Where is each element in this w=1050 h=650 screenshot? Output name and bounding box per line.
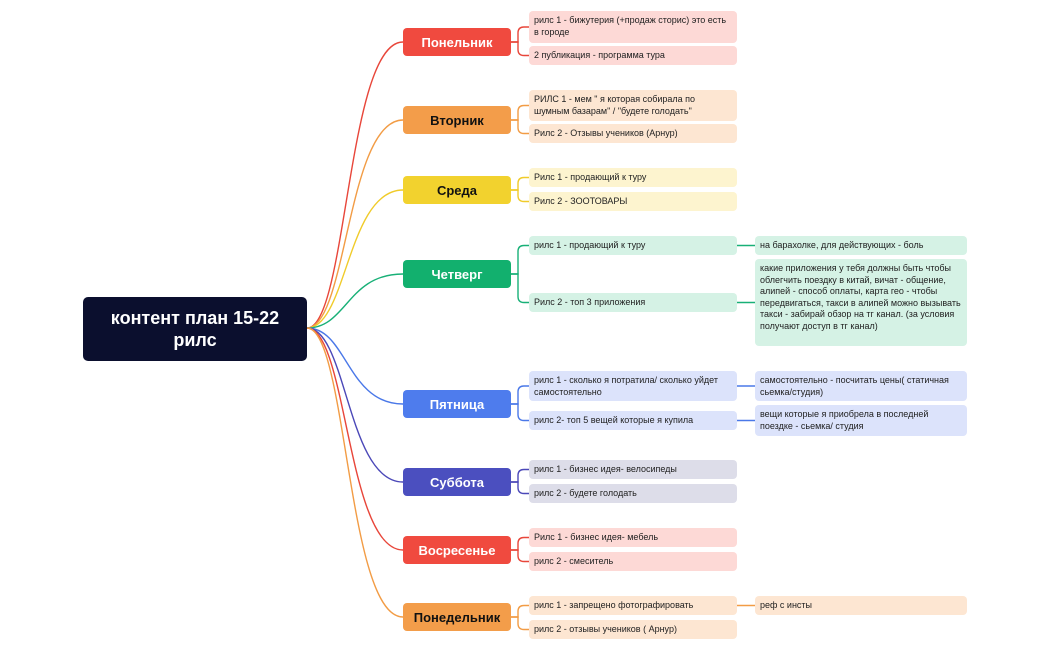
topic-tuesday-1[interactable]: РИЛС 1 - мем " я которая собирала по шум… — [529, 90, 737, 121]
topic-friday-1[interactable]: рилс 1 - сколько я потратила/ сколько уй… — [529, 371, 737, 401]
root-node[interactable]: контент план 15-22 рилс — [83, 297, 307, 361]
branch-tuesday — [306, 119, 404, 329]
connector-sunday-1 — [511, 536, 529, 551]
day-node-thursday[interactable]: Четверг — [403, 260, 511, 288]
day-node-tuesday[interactable]: Вторник — [403, 106, 511, 134]
topic-sunday-2[interactable]: рилс 2 - смеситель — [529, 552, 737, 571]
connector-wednesday-2 — [511, 189, 529, 203]
connector-sunday-2 — [511, 549, 529, 563]
connector-saturday-1 — [511, 468, 529, 483]
topic-tuesday-2[interactable]: Рилс 2 - Отзывы учеников (Арнур) — [529, 124, 737, 143]
topic-wednesday-2[interactable]: Рилс 2 - ЗООТОВАРЫ — [529, 192, 737, 211]
branch-saturday — [306, 327, 404, 483]
day-node-friday[interactable]: Пятница — [403, 390, 511, 418]
topic-saturday-1[interactable]: рилс 1 - бизнес идея- велосипеды — [529, 460, 737, 479]
day-node-wednesday[interactable]: Среда — [403, 176, 511, 204]
detail-thursday-2[interactable]: какие приложения у тебя должны быть чтоб… — [755, 259, 967, 346]
topic-monday-2-1[interactable]: рилс 1 - запрещено фотографировать — [529, 596, 737, 615]
topic-monday-2-2[interactable]: рилс 2 - отзывы учеников ( Арнур) — [529, 620, 737, 639]
branch-monday — [306, 41, 404, 329]
topic-monday-2[interactable]: 2 публикация - программа тура — [529, 46, 737, 65]
connector-monday-2-2 — [511, 616, 529, 631]
topic-friday-2[interactable]: рилс 2- топ 5 вещей которые я купила — [529, 411, 737, 430]
branch-wednesday — [306, 189, 404, 329]
connector-monday-1 — [511, 26, 529, 43]
topic-monday-1[interactable]: рилс 1 - бижутерия (+продаж сторис) это … — [529, 11, 737, 43]
branch-thursday — [306, 273, 404, 329]
connector-thursday-1 — [511, 244, 529, 275]
topic-sunday-1[interactable]: Рилс 1 - бизнес идея- мебель — [529, 528, 737, 547]
connector-friday-2 — [511, 403, 529, 422]
branch-friday — [306, 327, 404, 405]
detail-monday-2-1[interactable]: реф с инсты — [755, 596, 967, 615]
connector-saturday-2 — [511, 481, 529, 495]
connector-monday-2 — [511, 41, 529, 57]
connector-thursday-2 — [511, 273, 529, 304]
day-node-saturday[interactable]: Суббота — [403, 468, 511, 496]
detail-thursday-1[interactable]: на барахолке, для действующих - боль — [755, 236, 967, 255]
branch-monday-2 — [306, 327, 404, 618]
topic-thursday-1[interactable]: рилс 1 - продающий к туру — [529, 236, 737, 255]
topic-wednesday-1[interactable]: Рилс 1 - продающий к туру — [529, 168, 737, 187]
day-node-sunday[interactable]: Восресенье — [403, 536, 511, 564]
detail-friday-2[interactable]: вещи которые я приобрела в последней пое… — [755, 405, 967, 436]
detail-friday-1[interactable]: самостоятельно - посчитать цены( статичн… — [755, 371, 967, 401]
connector-tuesday-2 — [511, 119, 529, 135]
connector-wednesday-1 — [511, 176, 529, 191]
topic-thursday-2[interactable]: Рилс 2 - топ 3 приложения — [529, 293, 737, 312]
day-node-monday[interactable]: Понельник — [403, 28, 511, 56]
connector-friday-1 — [511, 385, 529, 405]
connector-monday-2-1 — [511, 604, 529, 618]
topic-saturday-2[interactable]: рилс 2 - будете голодать — [529, 484, 737, 503]
day-node-monday-2[interactable]: Понедельник — [403, 603, 511, 631]
branch-sunday — [306, 327, 404, 551]
connector-tuesday-1 — [511, 104, 529, 121]
